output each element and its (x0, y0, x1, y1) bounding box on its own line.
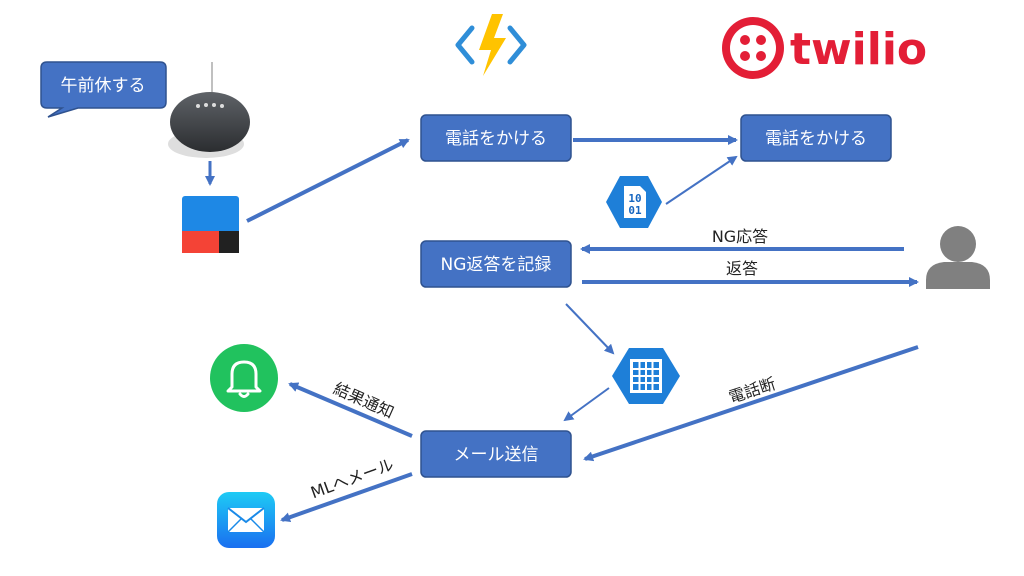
speech-bubble: 午前休する (40, 61, 167, 118)
node-record-ng: NG返答を記録 (420, 240, 572, 288)
node-call-azure: 電話をかける (420, 114, 572, 162)
twilio-logo-icon: twilio (722, 17, 927, 79)
arrow-ifttt-to-function (246, 138, 410, 223)
notification-bell-icon (210, 344, 278, 412)
node-call-twilio-label: 電話をかける (765, 129, 867, 149)
arrow-table-to-mail (563, 387, 610, 422)
arrow-record-to-table (565, 303, 615, 355)
edge-label-reply: 返答 (726, 259, 758, 278)
arrows (205, 135, 919, 523)
arrow-blob-to-twilio (665, 155, 738, 205)
node-send-mail: メール送信 (420, 430, 572, 478)
twilio-wordmark: twilio (790, 24, 927, 75)
node-call-azure-label: 電話をかける (445, 129, 547, 149)
node-send-mail-label: メール送信 (454, 445, 539, 465)
table-storage-icon (612, 348, 680, 404)
binary-bottom: 01 (628, 204, 642, 217)
node-call-twilio: 電話をかける (740, 114, 892, 162)
arrow-result-notify (288, 382, 413, 438)
speech-bubble-text: 午前休する (61, 76, 146, 96)
arrow-hangup (583, 345, 919, 462)
mail-app-icon (217, 492, 275, 548)
edge-label-ng-response: NG応答 (712, 227, 768, 246)
arrow-mail-to-ml (280, 472, 413, 523)
blob-storage-icon: 10 01 (606, 176, 662, 228)
user-icon (926, 226, 990, 289)
node-record-ng-label: NG返答を記録 (441, 255, 552, 275)
google-home-mini-icon (168, 62, 250, 158)
ifttt-icon (182, 196, 239, 253)
azure-functions-icon (455, 14, 527, 76)
binary-top: 10 (628, 192, 641, 205)
